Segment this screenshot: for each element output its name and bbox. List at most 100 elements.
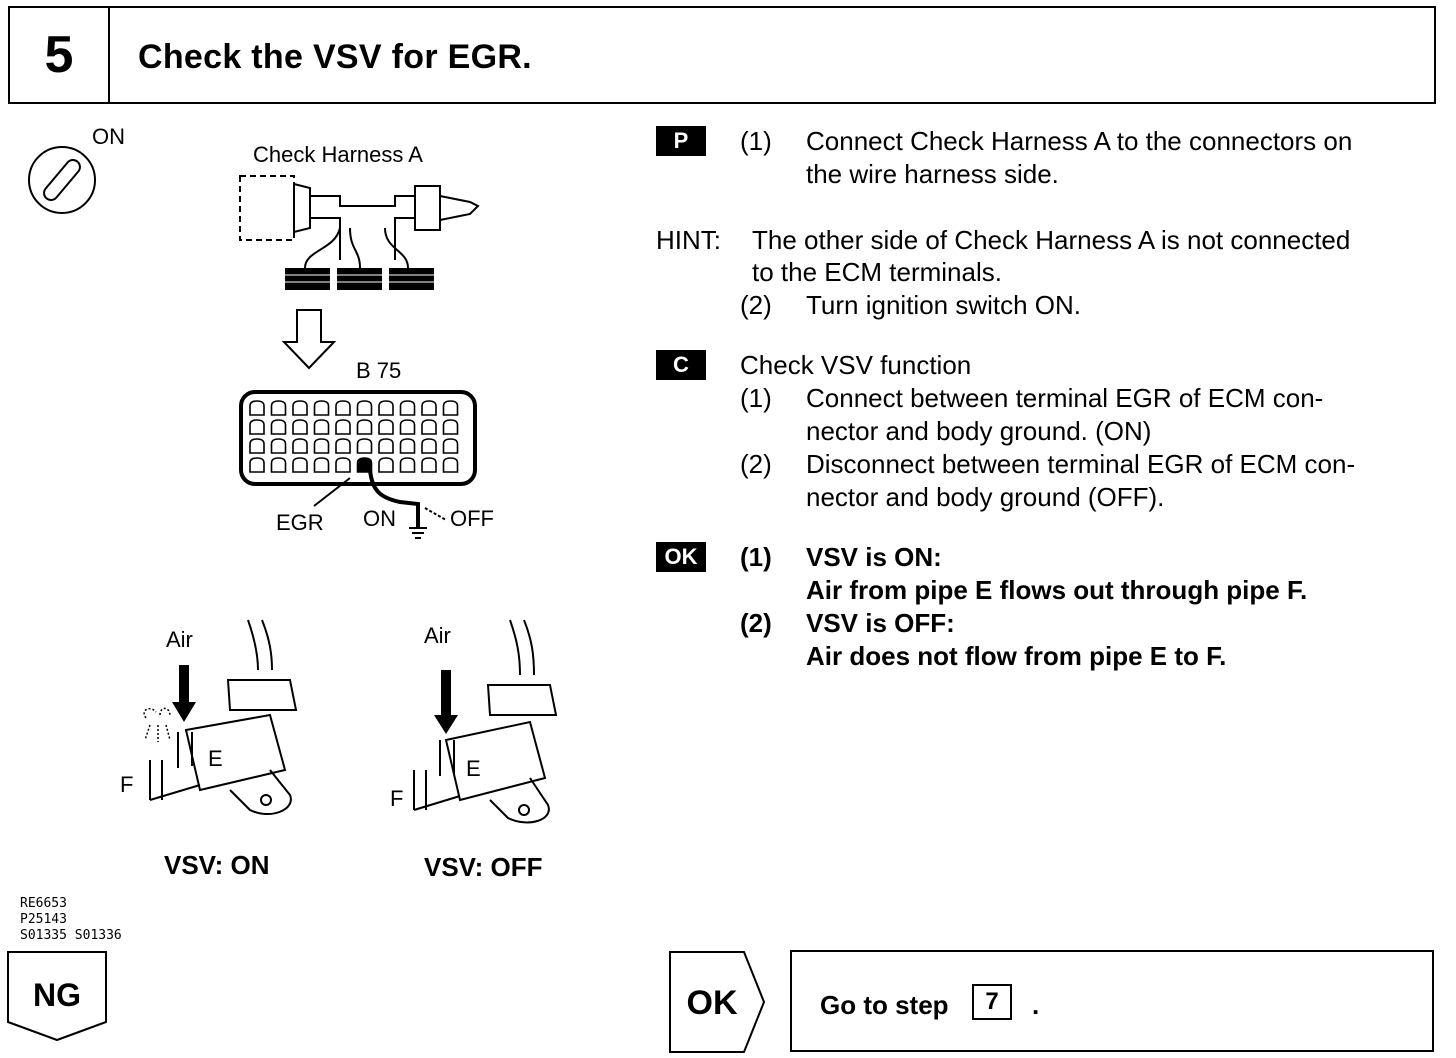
vsv-on-illustration: Air E F [120,619,298,815]
connector-pin [378,419,394,435]
pipe-f-label-on: F [120,772,133,797]
hint-label: HINT: [656,225,721,255]
connector-pin [442,419,459,435]
connector-pin [313,438,330,454]
ok-label: OK [687,984,738,1022]
connector-pin [356,457,373,473]
connector-pin [442,438,459,454]
step-link-7[interactable]: 7 [972,984,1012,1020]
reference-codes: RE6653 P25143 S01335 S01336 [20,896,122,944]
c-step1-line1: Connect between terminal EGR of ECM con- [806,383,1324,413]
go-to-step-box: Go to step 7 . [790,950,1434,1052]
caption-vsv-off: VSV: OFF [424,852,542,882]
ok-step1-line2: Air from pipe E flows out through pipe F… [806,575,1308,605]
hint-line2: to the ECM terminals. [752,257,1002,287]
switch-on-label: ON [363,506,396,531]
ref-code: P25143 [20,912,67,927]
ignition-key-icon [28,146,96,214]
c-step2-number: (2) [740,449,772,479]
ecm-connector-body [239,390,477,486]
egr-wiring [313,469,447,539]
connector-pin [335,438,351,454]
connector-pin [270,400,287,416]
air-arrow-icon [172,665,196,722]
connector-pin [378,457,394,473]
harness-label: Check Harness A [253,142,423,167]
p-step1-line1: Connect Check Harness A to the connector… [806,126,1353,156]
connector-pin [270,457,287,473]
p-badge: P [656,126,706,156]
down-arrow-icon [281,309,337,370]
c-step2-line1: Disconnect between terminal EGR of ECM c… [806,449,1356,479]
connector-pin [378,438,394,454]
ref-code: S01335 S01336 [20,928,122,943]
connector-pin [378,400,394,416]
connector-pins [249,400,459,473]
p-step1-line2: the wire harness side. [806,159,1059,189]
step-header: 5 Check the VSV for EGR. [8,6,1436,104]
ok-step2-line2: Air does not flow from pipe E to F. [806,641,1227,671]
connector-pin [249,400,265,416]
ok-result-box: OK [669,951,766,1053]
connector-pin [399,400,416,416]
ignition-on-label: ON [92,124,125,149]
pipe-e-label-off: E [466,756,481,781]
pipe-e-label-on: E [208,746,223,771]
connector-pin [313,400,330,416]
ok-step2-line1: VSV is OFF: [806,608,955,638]
air-label-on: Air [166,627,193,652]
c-badge: C [656,350,706,380]
connector-pin [442,457,459,473]
caption-vsv-on: VSV: ON [164,850,269,880]
go-to-text: Go to step [820,990,949,1020]
connector-pin [270,438,287,454]
connector-pin [356,438,373,454]
c-step1-line2: nector and body ground. (ON) [806,416,1152,446]
connector-pin [356,400,373,416]
c-title: Check VSV function [740,350,972,380]
ng-label: NG [33,977,81,1013]
ok-badge: OK [656,542,706,572]
connector-pin [399,419,416,435]
connector-pin [249,438,265,454]
connector-pin [399,457,416,473]
go-to-period: . [1032,990,1040,1020]
connector-pin [270,419,287,435]
ok-step1-number: (1) [740,542,772,572]
connector-pin [292,457,308,473]
connector-pin [292,400,308,416]
air-label-off: Air [424,623,451,648]
p-step1-number: (1) [740,126,772,156]
air-arrow-icon [434,670,458,734]
connector-pin [249,457,265,473]
connector-pin [292,438,308,454]
connector-pin [421,400,437,416]
step-title: Check the VSV for EGR. [138,38,532,76]
check-harness-drawing [239,175,480,269]
connector-pin [313,457,330,473]
connector-pin [292,419,308,435]
connector-pin [421,419,437,435]
connector-pin [442,400,459,416]
connector-label: B 75 [356,358,401,383]
connector-pin [421,457,437,473]
egr-label: EGR [276,510,324,535]
connector-pin [356,419,373,435]
ok-step2-number: (2) [740,608,772,638]
connector-pin [313,419,330,435]
c-step1-number: (1) [740,383,772,413]
connector-pin [335,400,351,416]
p-step2-text: Turn ignition switch ON. [806,290,1082,320]
step-number: 5 [10,8,110,102]
ref-code: RE6653 [20,896,67,911]
p-step2-number: (2) [740,290,772,320]
ok-step1-line1: VSV is ON: [806,542,942,572]
connector-pin [335,419,351,435]
connector-pin [335,457,351,473]
ng-result-box: NG [7,951,107,1042]
vsv-off-illustration: Air E F [390,619,558,824]
harness-connectors [285,268,434,290]
c-step2-line2: nector and body ground (OFF). [806,482,1165,512]
switch-off-label: OFF [450,506,494,531]
vsv-check-diagram: ON Check Harness A B 75 EGR [28,124,558,882]
